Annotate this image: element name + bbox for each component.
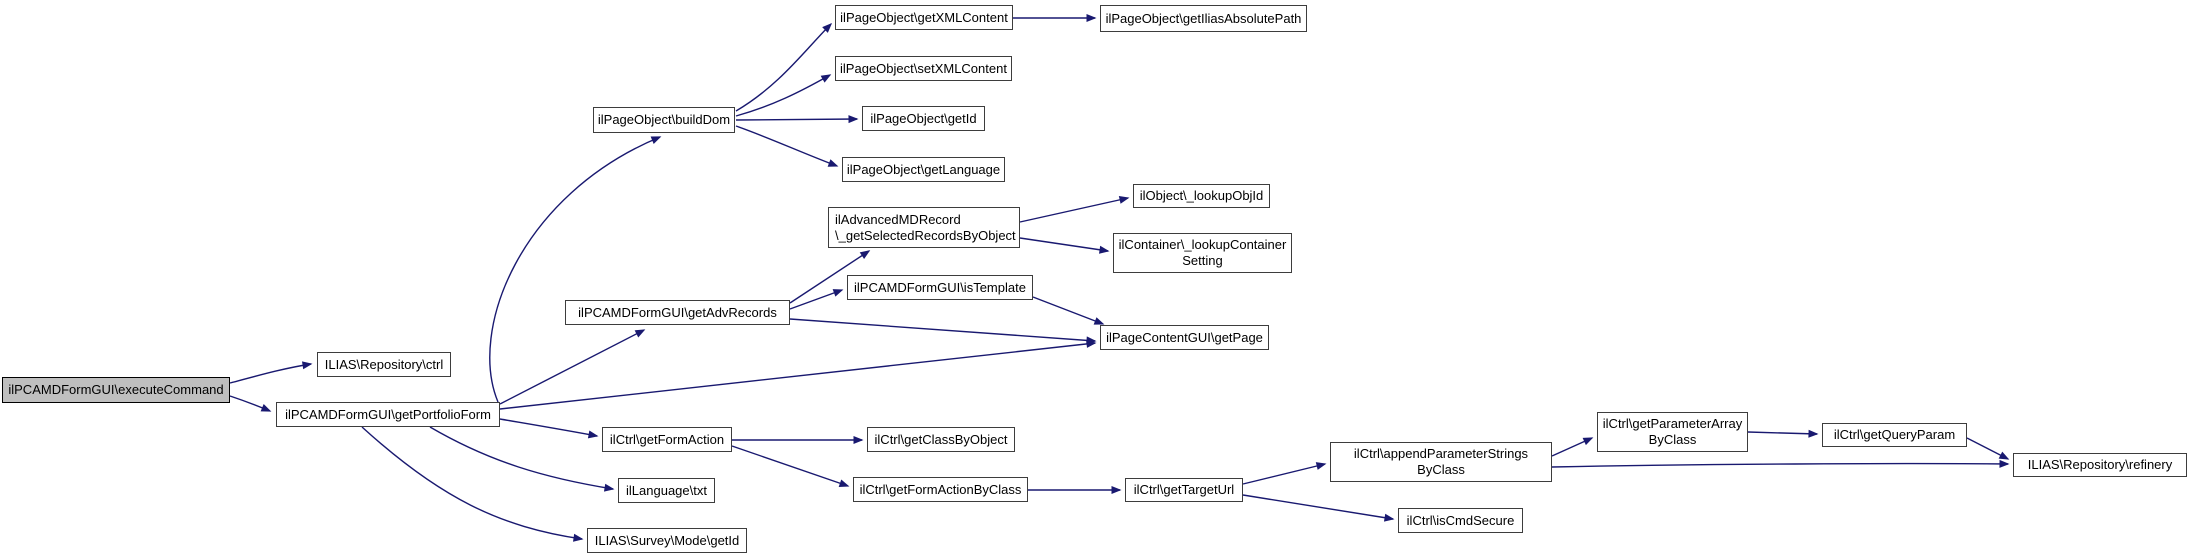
node-get-class-by-object[interactable]: ilCtrl\getClassByObject — [867, 427, 1015, 452]
edge-build-dom-to-page-get-id — [735, 115, 859, 124]
node-label: ilCtrl\getQueryParam — [1833, 427, 1956, 442]
edge-is-template-to-get-page — [1032, 296, 1105, 325]
edge-get-portfolio-form-to-build-dom — [489, 136, 662, 403]
node-label: ilPCAMDFormGUI\getAdvRecords — [578, 304, 777, 320]
edge-append-parameter-strings-by-class-to-get-parameter-array-by-class — [1551, 437, 1594, 457]
node-get-form-action-by-class[interactable]: ilCtrl\getFormActionByClass — [853, 477, 1028, 502]
node-label: ilPageObject\getLanguage — [846, 161, 1001, 177]
edge-build-dom-to-get-xml-content — [735, 22, 833, 112]
edge-build-dom-to-get-language — [735, 125, 839, 167]
node-build-dom[interactable]: ilPageObject\buildDom — [593, 107, 735, 133]
node-get-target-url[interactable]: ilCtrl\getTargetUrl — [1125, 478, 1243, 502]
node-get-query-param[interactable]: ilCtrl\getQueryParam — [1822, 423, 1967, 447]
node-label: ilCtrl\getFormActionByClass — [859, 481, 1022, 497]
node-repository-ctrl[interactable]: ILIAS\Repository\ctrl — [317, 352, 451, 377]
node-label: ilCtrl\getClassByObject — [874, 431, 1008, 447]
node-set-xml-content[interactable]: ilPageObject\setXMLContent — [835, 56, 1012, 81]
node-get-page[interactable]: ilPageContentGUI\getPage — [1100, 325, 1269, 350]
node-label: ilPCAMDFormGUI\executeCommand — [8, 382, 224, 397]
node-label: ilPageObject\buildDom — [597, 112, 731, 127]
node-label: ilAdvancedMDRecord — [835, 211, 961, 227]
edge-get-adv-records-to-get-selected-records-by-object — [789, 250, 871, 304]
node-label: ilCtrl\getTargetUrl — [1133, 482, 1235, 497]
edge-get-portfolio-form-to-language-txt — [429, 426, 615, 492]
node-survey-mode-get-id[interactable]: ILIAS\Survey\Mode\getId — [587, 528, 747, 553]
edge-get-portfolio-form-to-get-adv-records — [499, 329, 646, 405]
edge-get-adv-records-to-is-template — [789, 289, 844, 310]
node-label: ilPCAMDFormGUI\getPortfolioForm — [285, 406, 491, 422]
node-get-adv-records[interactable]: ilPCAMDFormGUI\getAdvRecords — [565, 300, 790, 325]
node-label: ilContainer\_lookupContainer — [1118, 237, 1287, 252]
edge-get-parameter-array-by-class-to-get-query-param — [1747, 429, 1819, 438]
node-label: ilPageObject\getIliasAbsolutePath — [1105, 10, 1302, 26]
edge-get-selected-records-by-object-to-lookup-container-setting — [1019, 237, 1110, 254]
node-label: ILIAS\Survey\Mode\getId — [594, 532, 740, 548]
edge-get-adv-records-to-get-page — [789, 318, 1097, 345]
node-label: ilPCAMDFormGUI\isTemplate — [854, 279, 1026, 295]
node-label: ILIAS\Repository\ctrl — [324, 356, 444, 372]
node-label: ILIAS\Repository\refinery — [2027, 457, 2173, 472]
edge-execute-command-to-get-portfolio-form — [229, 395, 272, 412]
node-is-template[interactable]: ilPCAMDFormGUI\isTemplate — [847, 275, 1033, 300]
node-label: ilLanguage\txt — [626, 482, 707, 498]
node-get-xml-content[interactable]: ilPageObject\getXMLContent — [835, 5, 1013, 30]
node-label: ilPageObject\setXMLContent — [840, 60, 1007, 76]
edge-get-selected-records-by-object-to-lookup-obj-id — [1019, 195, 1130, 223]
node-page-get-id[interactable]: ilPageObject\getId — [862, 106, 985, 131]
node-label: ilObject\_lookupObjId — [1139, 188, 1264, 203]
node-label: ilCtrl\getParameterArray — [1602, 416, 1743, 431]
edge-get-portfolio-form-to-get-form-action — [499, 418, 599, 439]
node-label: ilPageContentGUI\getPage — [1106, 329, 1263, 345]
node-get-language[interactable]: ilPageObject\getLanguage — [842, 157, 1005, 182]
node-label: Setting — [1182, 253, 1223, 268]
edge-execute-command-to-repository-ctrl — [229, 361, 313, 384]
node-get-ilias-absolute-path[interactable]: ilPageObject\getIliasAbsolutePath — [1100, 5, 1307, 32]
edge-get-target-url-to-is-cmd-secure — [1242, 494, 1395, 522]
node-label: ilPageObject\getXMLContent — [840, 9, 1008, 25]
node-get-selected-records-by-object[interactable]: ilAdvancedMDRecord\_getSelectedRecordsBy… — [828, 207, 1020, 248]
edge-build-dom-to-set-xml-content — [735, 74, 832, 117]
node-label: ilCtrl\appendParameterStrings — [1353, 446, 1529, 461]
node-is-cmd-secure[interactable]: ilCtrl\isCmdSecure — [1398, 508, 1523, 533]
edge-append-parameter-strings-by-class-to-repository-refinery — [1551, 459, 2010, 468]
edge-get-target-url-to-append-parameter-strings-by-class — [1242, 462, 1327, 485]
node-label: ilCtrl\getFormAction — [609, 431, 725, 447]
node-get-portfolio-form[interactable]: ilPCAMDFormGUI\getPortfolioForm — [276, 402, 500, 427]
node-execute-command: ilPCAMDFormGUI\executeCommand — [2, 377, 230, 403]
node-label: ilCtrl\isCmdSecure — [1406, 512, 1515, 528]
node-language-txt[interactable]: ilLanguage\txt — [618, 478, 715, 503]
edge-get-query-param-to-repository-refinery — [1966, 437, 2010, 460]
node-label: ilPageObject\getId — [870, 110, 977, 126]
node-get-form-action[interactable]: ilCtrl\getFormAction — [602, 427, 732, 452]
node-label: ByClass — [1648, 432, 1697, 447]
edge-get-portfolio-form-to-survey-mode-get-id — [361, 426, 584, 542]
edge-get-portfolio-form-to-get-page — [499, 339, 1097, 410]
edge-get-form-action-to-get-form-action-by-class — [731, 445, 850, 488]
node-label: \_getSelectedRecordsByObject — [835, 227, 1016, 243]
node-repository-refinery[interactable]: ILIAS\Repository\refinery — [2013, 453, 2187, 477]
node-lookup-obj-id[interactable]: ilObject\_lookupObjId — [1133, 184, 1270, 208]
node-label: ByClass — [1417, 462, 1465, 477]
